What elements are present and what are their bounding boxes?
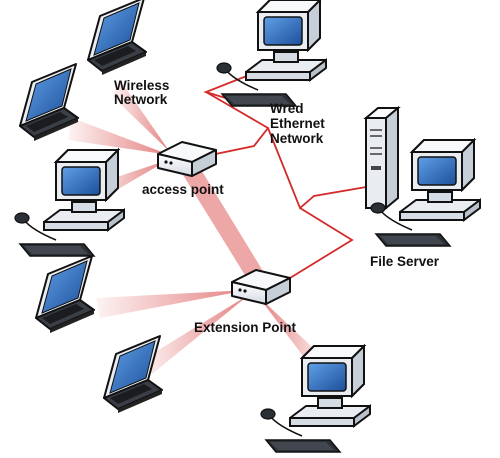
extension-point-label: Extension Point bbox=[194, 320, 297, 335]
wired-network-label-line3: Network bbox=[270, 131, 324, 146]
laptop-icon bbox=[87, 0, 147, 76]
file-server-label: File Server bbox=[370, 254, 440, 269]
extension-point-icon bbox=[231, 269, 291, 305]
wired-network-label-line1: Wred bbox=[270, 101, 304, 116]
ethernet-cables bbox=[203, 69, 373, 279]
wired-network-label-line2: Ethernet bbox=[270, 116, 325, 131]
desktop-computer-icon bbox=[260, 345, 371, 453]
access-point-icon bbox=[157, 141, 217, 177]
wireless-network-label-line1: Wireless bbox=[114, 78, 169, 93]
laptop-icon bbox=[19, 63, 79, 142]
desktop-computer-icon bbox=[14, 149, 125, 257]
file-server-icon bbox=[363, 105, 401, 211]
relay-signal-beam bbox=[180, 168, 266, 280]
wireless-network-label-line2: Network bbox=[114, 92, 168, 107]
laptop-icon bbox=[103, 335, 163, 414]
laptop-icon bbox=[35, 255, 95, 334]
access-point-label: access point bbox=[142, 182, 224, 197]
desktop-computer-icon bbox=[216, 0, 327, 107]
